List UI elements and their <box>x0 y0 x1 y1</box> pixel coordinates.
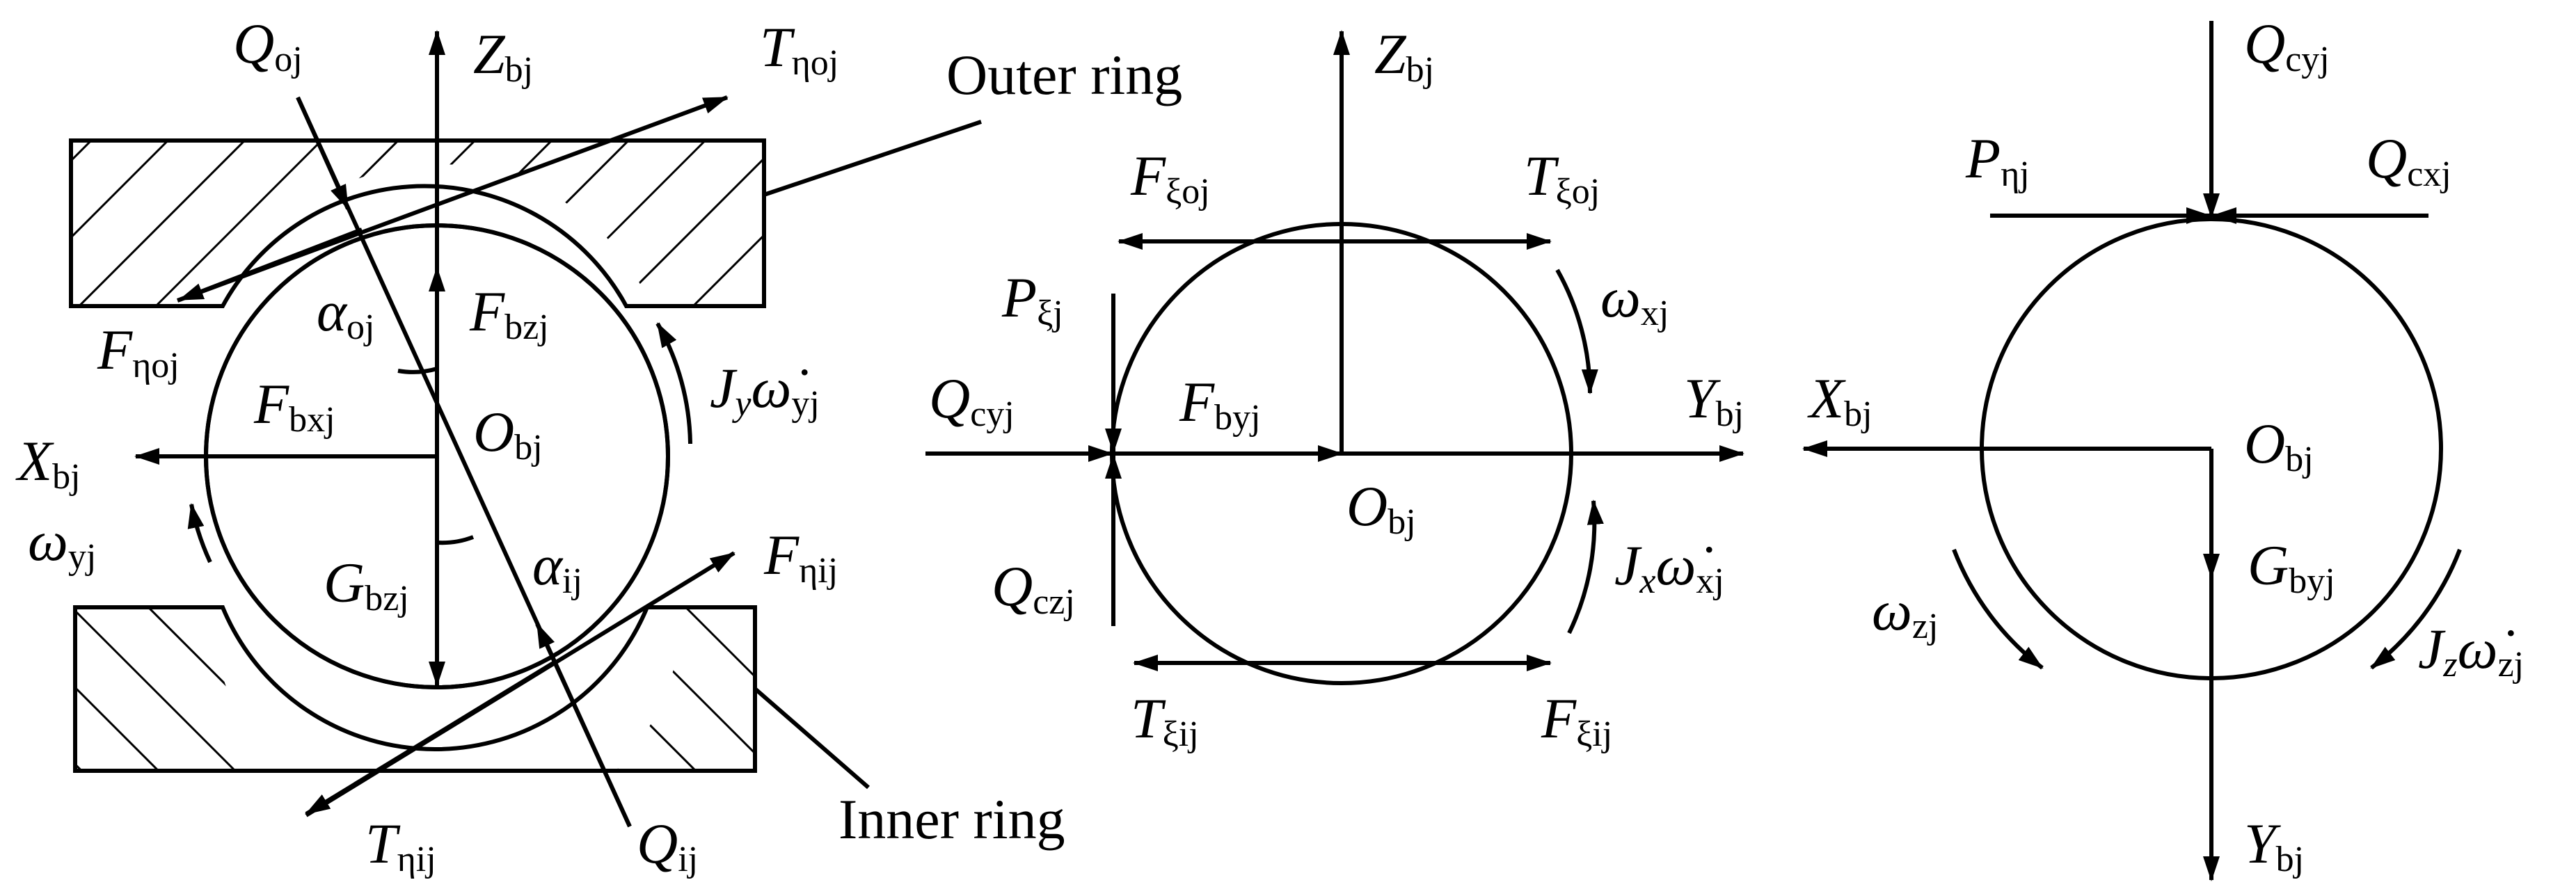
rotation-arrow-bottom-middle <box>1567 499 1604 634</box>
label-G-byj: Gbyj <box>2248 534 2335 601</box>
label-Q-cyj-right: Qcyj <box>2244 12 2330 79</box>
qoj-arrow <box>296 96 350 210</box>
label-X-bj-right: Xbj <box>1807 367 1873 434</box>
label-Z-bj-middle: Zbj <box>1374 22 1434 90</box>
label-omega-yj: ωyj <box>28 509 96 577</box>
label-omega-xj: ωxj <box>1600 266 1669 333</box>
label-T-etaoj: Tηoj <box>760 15 838 83</box>
label-T-xioj: Tξoj <box>1524 144 1600 211</box>
qij-arrow <box>535 623 632 828</box>
label-F-bxj: Fbxj <box>253 372 335 440</box>
label-X-bj-left: Xbj <box>15 429 81 497</box>
label-F-etaoj: Fηoj <box>97 318 180 385</box>
label-Q-ij: Qij <box>637 812 698 879</box>
label-G-bzj: Gbzj <box>324 551 409 618</box>
tangent-outer-back <box>178 227 363 302</box>
label-omega-zj: ωzj <box>1872 579 1938 646</box>
label-Q-cxj: Qcxj <box>2366 127 2451 194</box>
label-T-etaij: Tηij <box>365 812 436 879</box>
rotation-arrow-left-left <box>187 503 212 563</box>
label-F-byj: Fbyj <box>1179 370 1261 438</box>
outer-ring-leader <box>763 120 982 197</box>
rotation-arrow-top-middle <box>1555 269 1598 394</box>
label-Y-bj-middle: Ybj <box>1684 367 1744 434</box>
alpha-oj-arc <box>397 367 438 374</box>
label-J-omega-yj: Jyω̇yj <box>710 356 820 424</box>
label-alpha-oj: αoj <box>317 280 375 347</box>
rotation-arrow-right-right <box>2370 548 2462 670</box>
label-T-xiij: Tξij <box>1131 687 1199 754</box>
label-O-bj-left: Obj <box>473 400 543 467</box>
label-Q-cyj-middle: Qcyj <box>929 367 1015 434</box>
label-O-bj-right: Obj <box>2244 412 2314 479</box>
label-J-omega-zj: Jzω̇zj <box>2418 617 2524 685</box>
inner-ring-label: Inner ring <box>838 787 1065 851</box>
label-P-etaj: Pηj <box>1965 127 2030 194</box>
label-Q-czj: Qczj <box>992 554 1075 622</box>
inner-ring-leader <box>754 687 870 790</box>
label-F-bzj: Fbzj <box>469 280 549 347</box>
label-Z-bj-left: Zbj <box>473 22 533 90</box>
outer-ring-label: Outer ring <box>946 43 1182 106</box>
label-P-xij: Pξj <box>1001 266 1063 333</box>
label-Q-oj: Qoj <box>233 12 303 79</box>
rotation-arrow-right-left <box>655 322 692 445</box>
label-F-xioj: Fξoj <box>1130 144 1210 211</box>
alpha-ij-arc <box>436 535 475 545</box>
label-F-etaij: Fηij <box>763 523 838 591</box>
label-alpha-ij: αij <box>532 534 582 601</box>
label-O-bj-middle: Obj <box>1346 474 1416 542</box>
label-F-xiij: Fξij <box>1541 687 1612 754</box>
label-J-omega-xj: Jxω̇xj <box>1614 534 1724 601</box>
rotation-arrow-left-right <box>1952 548 2044 670</box>
tangent-inner-back <box>305 659 558 816</box>
label-Y-bj-right: Ybj <box>2244 812 2304 879</box>
